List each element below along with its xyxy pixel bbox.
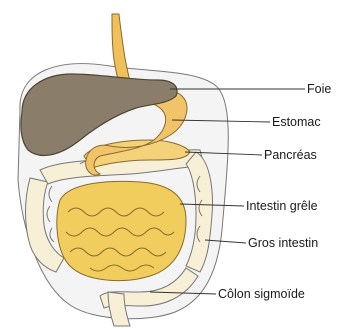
label-intestin-grele: Intestin grêle xyxy=(246,199,318,213)
label-pancreas: Pancréas xyxy=(264,148,317,162)
label-estomac: Estomac xyxy=(272,115,321,129)
small-intestine xyxy=(57,181,186,280)
label-foie: Foie xyxy=(307,82,331,96)
label-colon-sigmoide: Côlon sigmoïde xyxy=(218,287,305,301)
label-gros-intestin: Gros intestin xyxy=(248,236,318,250)
